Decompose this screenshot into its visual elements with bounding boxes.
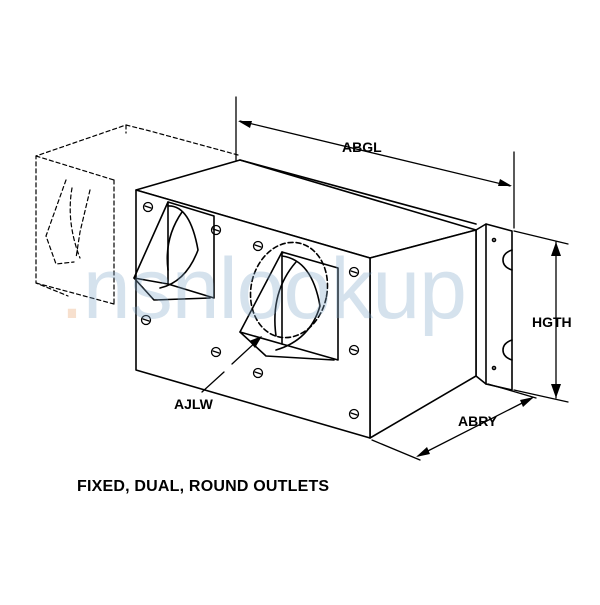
watermark-text: nsnlookup xyxy=(82,241,467,337)
outlet-label: AJLW xyxy=(174,396,213,412)
figure-caption: FIXED, DUAL, ROUND OUTLETS xyxy=(77,478,330,495)
box-body xyxy=(135,159,477,439)
watermark-dot: . xyxy=(60,241,84,337)
round-outlet-circle xyxy=(249,241,329,339)
watermark: .nsnlookup xyxy=(60,240,467,339)
left-outlet xyxy=(133,201,215,301)
depth-label: ABRY xyxy=(458,413,498,429)
dashed-extension-duct xyxy=(35,124,239,305)
mounting-screws xyxy=(140,201,360,420)
back-flange xyxy=(475,223,513,391)
height-dimension xyxy=(513,230,569,403)
depth-dimension xyxy=(371,383,537,461)
length-label: ABGL xyxy=(342,139,382,155)
height-label: HGTH xyxy=(532,314,572,330)
outlet-leader xyxy=(201,336,262,393)
length-dimension xyxy=(235,96,515,229)
